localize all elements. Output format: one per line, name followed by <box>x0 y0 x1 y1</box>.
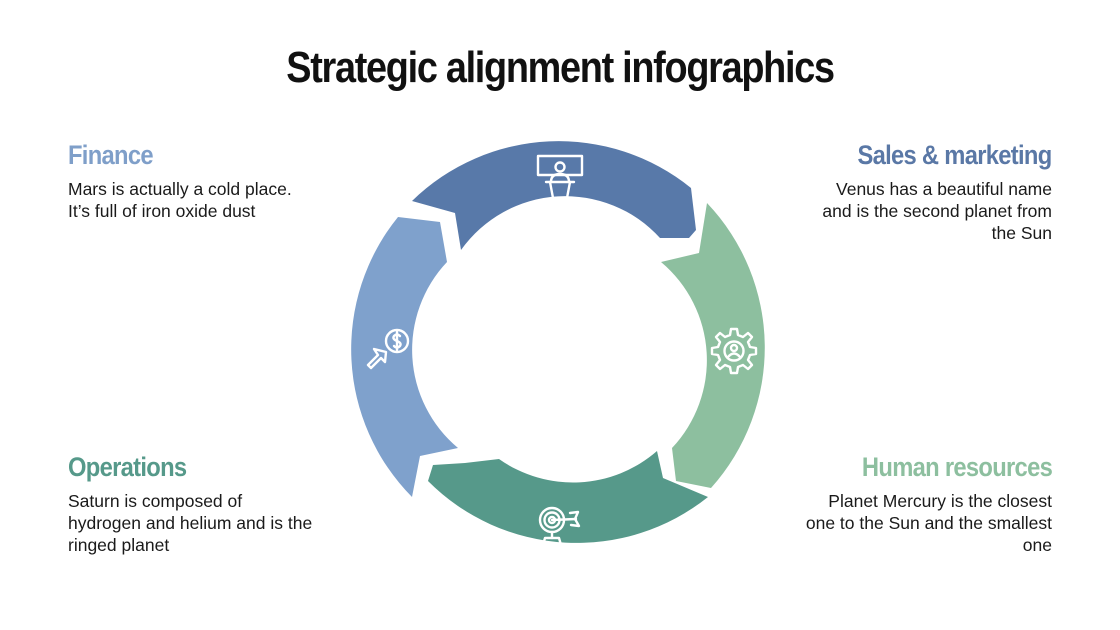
human-resources-heading: Human resources <box>861 452 1053 482</box>
cycle-segment-top <box>412 141 696 250</box>
cycle-segment-right <box>661 203 765 488</box>
operations-heading: Operations <box>68 452 187 482</box>
finance-description: Mars is actually a cold place. It’s full… <box>68 179 292 221</box>
dollar-click-icon <box>366 328 410 370</box>
human-resources-description: Planet Mercury is the closest one to the… <box>805 491 1052 555</box>
sales-marketing-heading: Sales & marketing <box>857 140 1053 170</box>
target-dart-icon <box>538 506 581 547</box>
human-resources-block: Human resources Planet Mercury is the cl… <box>802 450 1053 556</box>
sales-marketing-block: Sales & marketing Venus has a beautiful … <box>802 138 1052 244</box>
finance-block: Finance Mars is actually a cold place. I… <box>68 138 318 222</box>
cycle-segment-bottom <box>428 451 708 543</box>
operations-block: Operations Saturn is composed of hydroge… <box>68 450 318 556</box>
sales-marketing-description: Venus has a beautiful name and is the se… <box>822 179 1052 243</box>
slide-title: Strategic alignment infographics <box>286 43 835 92</box>
operations-description: Saturn is composed of hydrogen and heliu… <box>68 491 313 555</box>
gear-user-icon <box>710 327 758 375</box>
presenter-podium-icon <box>536 154 584 200</box>
cycle-segment-left <box>351 217 458 497</box>
finance-heading: Finance <box>68 140 154 170</box>
